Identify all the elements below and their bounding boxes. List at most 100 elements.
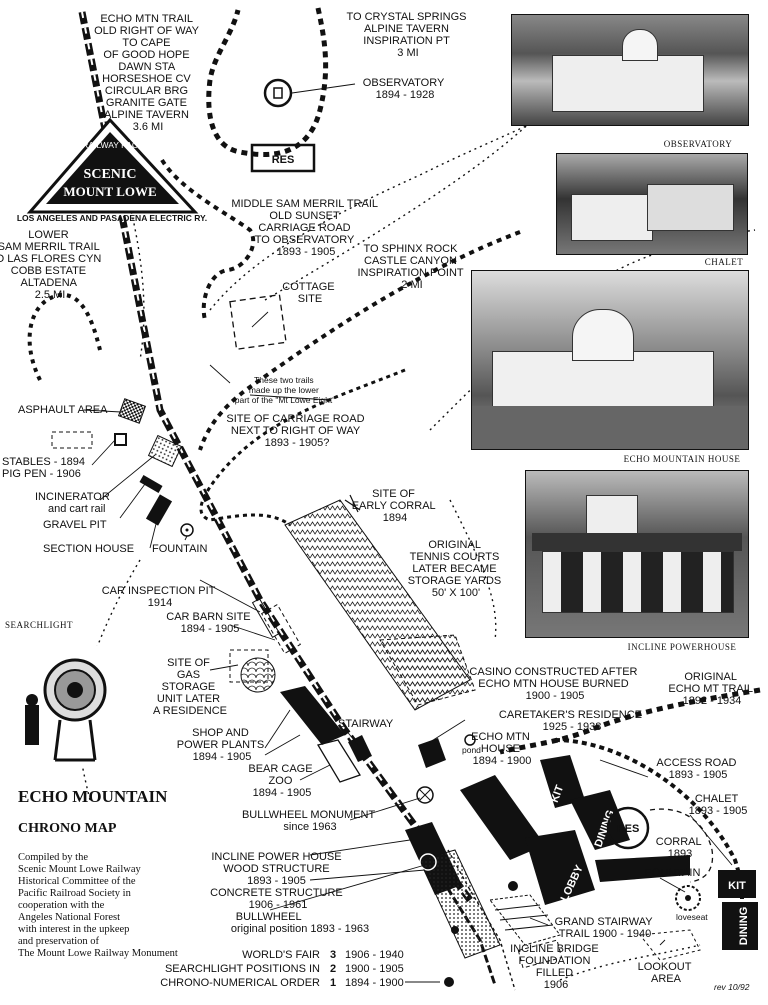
lower-trail-eight: [199, 368, 406, 527]
carriage-site-label: SITE OF CARRIAGE ROAD NEXT TO RIGHT OF W…: [226, 413, 367, 449]
echo-house-photo-caption: ECHO MOUNTAIN HOUSE: [624, 454, 741, 464]
searchlight-position-2[interactable]: [508, 881, 518, 891]
casino-label: CASINO CONSTRUCTED AFTER ECHO MTN HOUSE …: [469, 666, 640, 702]
observatory-dome: [622, 29, 658, 61]
chalet-wing: [647, 184, 734, 231]
original-trail-label: ORIGINAL ECHO MT TRAIL 1892 - 1934: [668, 671, 755, 707]
incline-bridge-foundation[interactable]: [517, 939, 563, 969]
lookout-label: LOOKOUT AREA: [638, 961, 695, 985]
incline-ph-label: INCLINE POWER HOUSE WOOD STRUCTURE 1893 …: [210, 851, 346, 911]
reservoir-circle[interactable]: RES: [606, 806, 650, 850]
searchlight-caption: SEARCHLIGHT: [5, 620, 73, 630]
car-inspection-pit[interactable]: [251, 597, 281, 639]
incinerator-label: INCINERATOR and cart rail: [35, 491, 113, 515]
reservoir-top[interactable]: RES: [250, 143, 316, 173]
dotted-trail-southeast: [449, 499, 497, 641]
powerhouse-roof: [532, 533, 742, 551]
echo-house-terrace: [472, 406, 748, 449]
shop-and-power-plants[interactable]: [280, 686, 345, 745]
echo-house-kit[interactable]: [540, 755, 585, 808]
bullwheel-monument[interactable]: [416, 786, 434, 804]
logo-line2: MOUNT LOWE: [63, 184, 156, 199]
stables-site[interactable]: [51, 431, 93, 449]
chalet-house: [571, 194, 653, 241]
grand-stairway[interactable]: [489, 894, 561, 946]
svg-text:3: 3: [330, 949, 336, 961]
dotted-trail-north: [209, 109, 561, 311]
section-house-label: SECTION HOUSE: [43, 543, 134, 555]
kit-label: KIT: [549, 783, 566, 804]
svg-text:1: 1: [330, 977, 336, 989]
sphinx-rock-label: TO SPHINX ROCK CASTLE CANYON INSPIRATION…: [357, 243, 466, 291]
cottage-site[interactable]: [229, 294, 287, 350]
lower-trail-label: LOWER SAM MERRIL TRAIL O LAS FLORES CYN …: [0, 229, 104, 301]
res-label: RES: [272, 154, 295, 166]
echo-mtn-house[interactable]: [460, 775, 545, 860]
echo-house-label: ECHO MTN HOUSE 1894 - 1900: [471, 731, 533, 767]
svg-text:1906 - 1940: 1906 - 1940: [345, 949, 404, 961]
fountain-lower[interactable]: [675, 885, 701, 911]
echo-house-wing[interactable]: [595, 855, 690, 882]
observatory-building: [552, 55, 704, 112]
observatory-symbol[interactable]: [263, 78, 293, 108]
two-trails-note: These two trails made up the lower part …: [235, 375, 336, 405]
middle-sam-merril-trail: [160, 158, 256, 321]
caretakers-residence[interactable]: [418, 738, 446, 768]
early-corral-label: SITE OF EARLY CORRAL 1894: [352, 488, 439, 524]
chalet-map-label: CHALET 1893 - 1905: [689, 793, 748, 817]
searchlight-position-3[interactable]: [451, 926, 459, 934]
asphault-area[interactable]: [117, 398, 147, 424]
powerhouse-photo-caption: INCLINE POWERHOUSE: [628, 642, 737, 652]
asphault-label: ASPHAULT AREA: [18, 404, 108, 416]
res2-label: RES: [617, 823, 640, 835]
svg-text:1894 - 1900: 1894 - 1900: [345, 977, 404, 989]
stairway-block[interactable]: [348, 735, 372, 762]
bear-cage-zoo[interactable]: [316, 739, 361, 783]
powerhouse-arches: [542, 551, 734, 613]
early-corral[interactable]: [344, 494, 361, 513]
pond[interactable]: [464, 734, 476, 746]
original-echo-mt-trail: [499, 687, 761, 755]
pig-pen[interactable]: [114, 433, 127, 446]
dotted-trail-bottom: [559, 944, 701, 981]
echo-house-dining[interactable]: [570, 790, 630, 850]
leader-lines: [83, 83, 733, 983]
chalet-building[interactable]: KIT DINING: [718, 870, 758, 950]
fountain-upper-center: [185, 528, 189, 532]
map-title: ECHO MOUNTAIN: [18, 787, 168, 806]
gas-storage-label: SITE OF GAS STORAGE UNIT LATER A RESIDEN…: [153, 657, 227, 717]
logo-line1: SCENIC: [84, 167, 137, 182]
searchlight-position-1[interactable]: [444, 977, 454, 987]
observatory-photo: [511, 14, 749, 126]
incinerator-site[interactable]: [147, 434, 183, 468]
svg-text:WORLD'S FAIR: WORLD'S FAIR: [242, 949, 320, 961]
structures: RES: [51, 78, 758, 987]
caretaker-label: CARETAKER'S RESIDENCE 1925 - 1938: [499, 709, 645, 733]
section-house[interactable]: [145, 494, 173, 526]
title-block: ECHO MOUNTAIN CHRONO MAP Compiled by the…: [18, 787, 178, 959]
shop-label: SHOP AND POWER PLANTS 1894 - 1905: [177, 727, 267, 763]
observatory-photo-caption: OBSERVATORY: [664, 139, 732, 149]
dotted-trail-left: [119, 164, 145, 361]
incline-bridge-label: INCLINE BRIDGE FOUNDATION FILLED 1906: [510, 943, 602, 991]
car-barn-site[interactable]: [261, 603, 301, 655]
gravel-pit[interactable]: [139, 475, 163, 493]
middle-trail-label: MIDDLE SAM MERRIL TRAIL OLD SUNSET CARRI…: [231, 198, 380, 258]
observatory-trail: [206, 7, 329, 158]
bullwheel-label: BULLWHEEL original position 1893 - 1963: [231, 911, 369, 935]
crystal-springs-label: TO CRYSTAL SPRINGS ALPINE TAVERN INSPIRA…: [346, 11, 469, 59]
bullwheel-monument-label: BULLWHEEL MONUMENT since 1963: [242, 809, 378, 833]
stairway-label: STAIRWAY: [338, 718, 394, 730]
corral[interactable]: [649, 808, 714, 883]
fountain-upper-label: FOUNTAIN: [152, 543, 207, 555]
incline-power-house[interactable]: [405, 822, 501, 959]
stables-label: STABLES - 1894 PIG PEN - 1906: [2, 456, 88, 480]
lookout-area[interactable]: [639, 929, 701, 961]
grand-stairway-label: GRAND STAIRWAY TRAIL 1900 - 1940: [555, 916, 656, 940]
gas-storage-unit[interactable]: [240, 657, 276, 693]
casino-site[interactable]: [379, 634, 476, 706]
echo-house-lobby[interactable]: [525, 830, 595, 905]
svg-text:SEARCHLIGHT POSITIONS IN: SEARCHLIGHT POSITIONS IN: [165, 963, 320, 975]
loveseat-label: loveseat: [676, 912, 708, 922]
